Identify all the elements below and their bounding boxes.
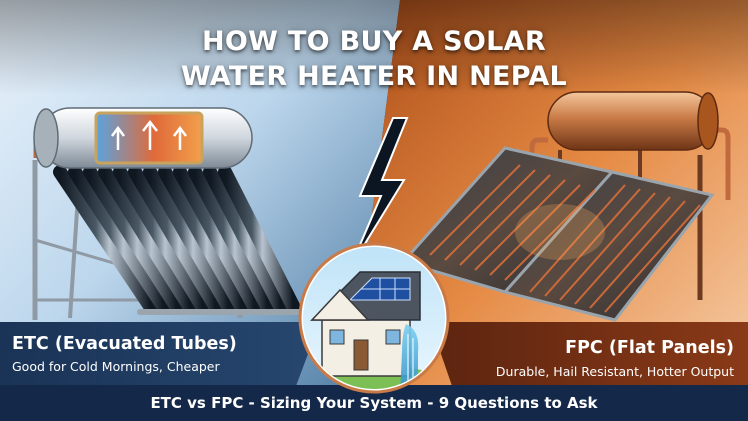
fpc-heater-illustration	[400, 91, 731, 322]
etc-subheading: Good for Cold Mornings, Cheaper	[12, 359, 220, 374]
fpc-heading: FPC (Flat Panels)	[565, 338, 734, 358]
right-banner	[430, 322, 748, 386]
fpc-caption: FPC (Flat Panels) Durable, Hail Resistan…	[496, 337, 734, 381]
etc-caption: ETC (Evacuated Tubes) Good for Cold Morn…	[12, 333, 237, 376]
etc-heater-illustration	[32, 107, 308, 320]
title-line-1: HOW TO BUY A SOLAR	[202, 26, 546, 57]
lightning-bolt-icon	[349, 117, 409, 269]
page-title: HOW TO BUY A SOLAR WATER HEATER IN NEPAL	[0, 24, 748, 94]
footer-text: ETC vs FPC - Sizing Your System - 9 Ques…	[150, 394, 598, 412]
house-illustration	[298, 242, 450, 394]
fpc-subheading: Durable, Hail Resistant, Hotter Output	[495, 364, 734, 379]
etc-heading: ETC (Evacuated Tubes)	[12, 334, 237, 354]
left-banner	[0, 322, 320, 386]
title-line-2: WATER HEATER IN NEPAL	[180, 61, 568, 92]
title-shade	[0, 0, 748, 95]
